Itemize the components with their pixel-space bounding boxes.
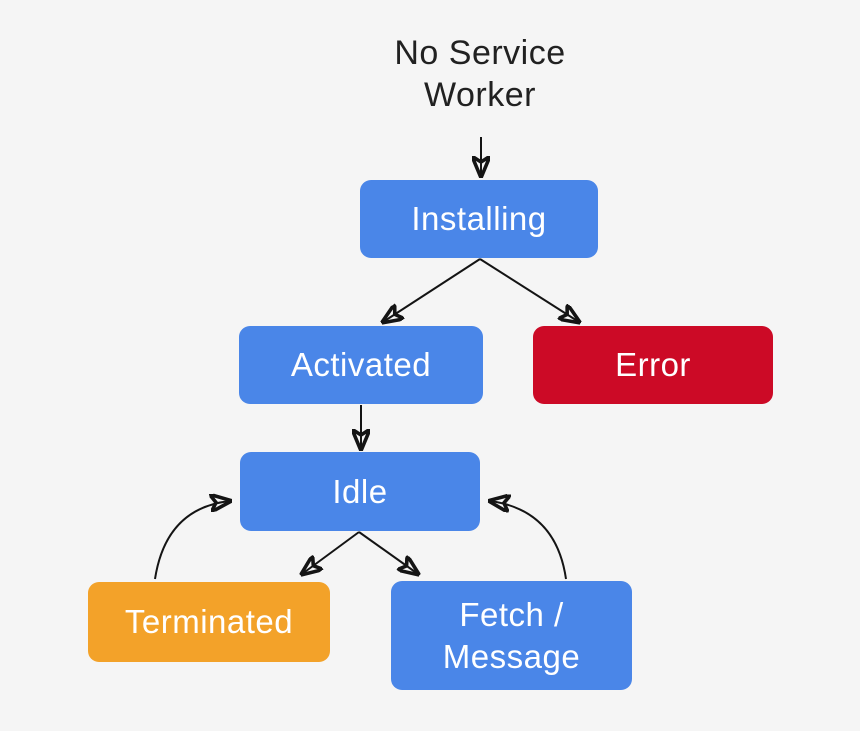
edge-fetch-message-to-idle xyxy=(490,501,567,580)
edge-terminated-to-idle xyxy=(154,501,230,580)
node-idle-label: Idle xyxy=(332,472,388,510)
edge-idle-to-fetch-message xyxy=(358,531,418,574)
node-installing-label: Installing xyxy=(411,200,547,238)
edge-installing-to-error xyxy=(479,258,579,322)
node-activated-label: Activated xyxy=(290,346,432,384)
node-terminated-label: Terminated xyxy=(124,603,294,641)
node-fetch-message-label: Fetch / Message xyxy=(442,596,581,675)
edge-installing-to-activated xyxy=(383,258,481,322)
node-fetch-message: Fetch / Message xyxy=(391,581,632,690)
node-terminated: Terminated xyxy=(88,582,330,662)
node-installing: Installing xyxy=(360,180,598,258)
edge-idle-to-terminated xyxy=(302,531,360,574)
start-state-label: No Service Worker xyxy=(394,34,566,115)
node-error: Error xyxy=(533,326,773,404)
node-error-label: Error xyxy=(615,346,691,384)
node-idle: Idle xyxy=(240,452,480,531)
node-activated: Activated xyxy=(239,326,483,404)
